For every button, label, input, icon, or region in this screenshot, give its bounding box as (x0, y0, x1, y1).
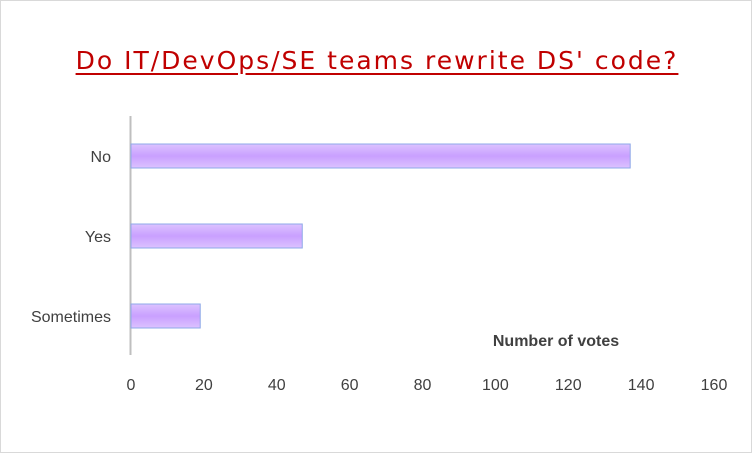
x-tick-label: 40 (268, 377, 286, 394)
x-tick-label: 100 (482, 377, 509, 394)
x-tick-label: 60 (341, 377, 359, 394)
x-tick-label: 0 (127, 377, 136, 394)
chart-title: Do IT/DevOps/SE teams rewrite DS' code? (75, 46, 679, 75)
x-tick-label: 120 (555, 377, 582, 394)
bar-sometimes (130, 303, 201, 329)
x-tick-label: 160 (701, 377, 728, 394)
x-tick-label: 140 (628, 377, 655, 394)
x-axis-title: Number of votes (493, 333, 619, 350)
category-label-yes: Yes (85, 229, 111, 246)
bar-no (130, 143, 631, 169)
x-tick-label: 80 (414, 377, 432, 394)
bar-yes (130, 223, 303, 249)
x-tick-label: 20 (195, 377, 213, 394)
category-label-no: No (91, 149, 112, 166)
category-label-sometimes: Sometimes (31, 309, 111, 326)
